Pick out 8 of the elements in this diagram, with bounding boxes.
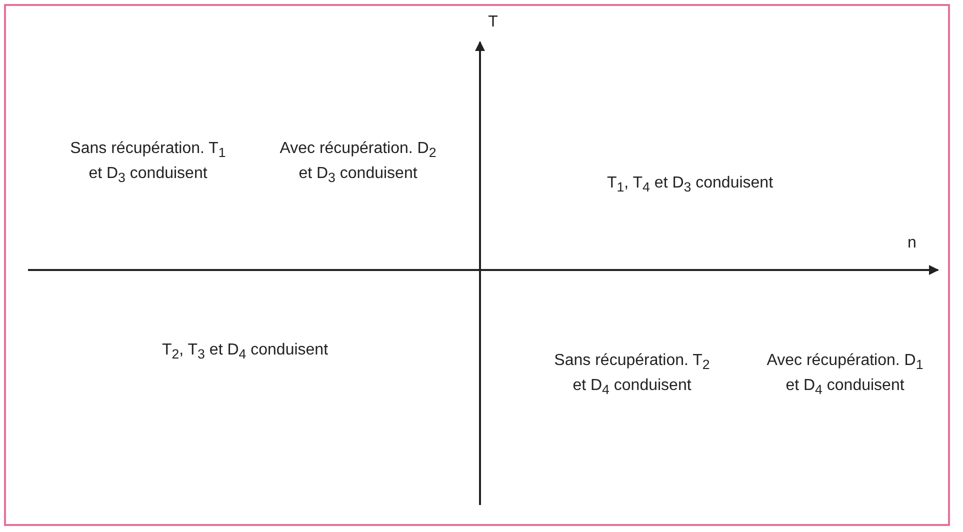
quadrant-note: Avec récupération. D$_{1}$ et D$_{4}$ conduisent: [766, 350, 924, 400]
quadrant-note: Sans récupération. T$_{1}$ et D$_{3}$ conduisent: [69, 138, 227, 188]
quadrant-note: T$_{1}$, T$_{4}$ et D$_{3}$ conduisent: [606, 173, 774, 197]
quadrant-note: Sans récupération. T$_{2}$ et D$_{4}$ conduisent: [553, 350, 711, 400]
axis-label: n: [906, 234, 918, 254]
axis-label: T: [487, 12, 499, 32]
quadrant-note: T$_{2}$, T$_{3}$ et D$_{4}$ conduisent: [160, 340, 330, 364]
quadrant-note: Avec récupération. D$_{2}$ et D$_{3}$ conduisent: [278, 138, 438, 188]
